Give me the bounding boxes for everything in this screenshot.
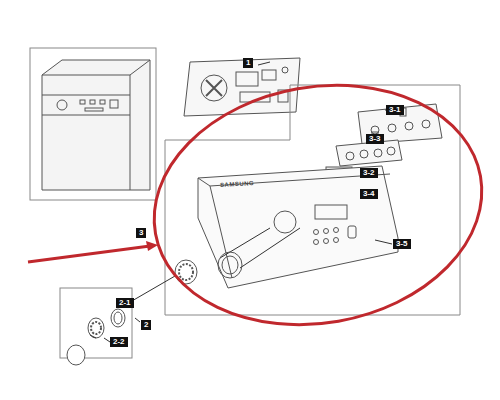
- callout-number: 3-3: [366, 134, 384, 144]
- knob-ring: [218, 252, 242, 278]
- callout-number: 1: [243, 58, 253, 68]
- callout-number: 2-2: [110, 337, 128, 347]
- callout-number: 3-5: [393, 239, 411, 249]
- pointer-arrow: [28, 246, 150, 262]
- callout-number: 2: [141, 320, 151, 330]
- washer-illustration: [42, 60, 150, 190]
- callout-number: 3-4: [360, 189, 378, 199]
- inset-frame: [30, 48, 156, 200]
- highlight-ellipse: [135, 60, 500, 350]
- callout-number: 3: [136, 228, 146, 238]
- button-set: [336, 132, 402, 166]
- callout-number: 3-1: [386, 105, 404, 115]
- callout-number: 2-1: [116, 298, 134, 308]
- arrow-head: [146, 241, 158, 251]
- callout-number: 3-2: [360, 168, 378, 178]
- group-frame: [165, 85, 460, 315]
- front-panel: [198, 166, 398, 288]
